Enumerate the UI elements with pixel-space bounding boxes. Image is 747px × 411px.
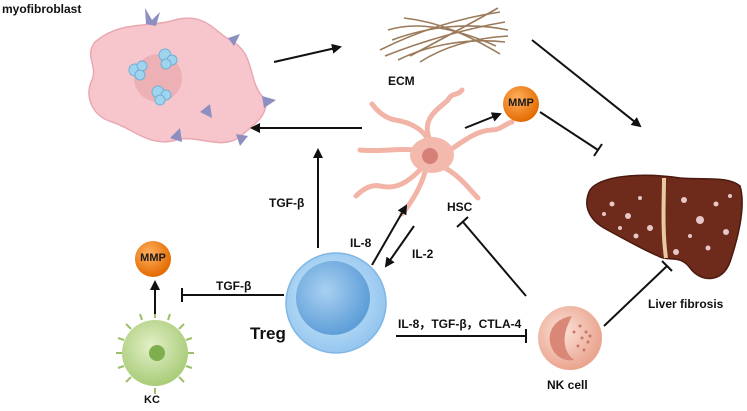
tgf-beta-vertical-label: TGF-β (269, 196, 305, 210)
mmp-top-circle (503, 86, 539, 122)
arrow-hsc-il2-to-treg (384, 225, 415, 268)
ecm-label: ECM (388, 74, 415, 88)
inhibit-nk-to-liver (603, 260, 673, 327)
arrow-hsc-to-mmp (464, 112, 502, 129)
liver-fibrosis-label: Liver fibrosis (648, 297, 724, 311)
arrow-treg-il8-to-hsc (371, 204, 407, 266)
myofibroblast-label: myofibroblast (2, 2, 82, 16)
treg-cell (285, 252, 387, 354)
ecm-fibers (379, 7, 509, 63)
inhibit-treg-to-nk (396, 329, 527, 343)
kc-cell (116, 312, 194, 394)
hsc-cell (353, 87, 515, 217)
mmp-left-circle (135, 241, 171, 277)
mmp-left-label: MMP (140, 252, 166, 264)
hsc-label: HSC (447, 200, 473, 214)
inhibit-treg-to-kc (181, 288, 284, 302)
liver (586, 174, 743, 280)
inhibit-nk-to-hsc (456, 216, 527, 297)
arrow-ecm-to-liver (531, 39, 642, 128)
nk-cell-label: NK cell (547, 378, 588, 392)
arrow-myofibroblast-to-ecm (273, 43, 342, 63)
mmp-top-label: MMP (508, 97, 534, 109)
tgf-beta-horizontal-label: TGF-β (216, 279, 252, 293)
il2-label: IL-2 (412, 247, 434, 261)
myofibroblast-cell (88, 8, 276, 146)
treg-label: Treg (250, 324, 286, 343)
treg-to-nk-cytokines-label: IL-8，TGF-β，CTLA-4 (398, 317, 522, 331)
kc-label: KC (144, 394, 160, 406)
il8-label: IL-8 (350, 236, 372, 250)
inhibit-mmp-to-liver (539, 111, 603, 157)
nk-cell (538, 306, 602, 370)
